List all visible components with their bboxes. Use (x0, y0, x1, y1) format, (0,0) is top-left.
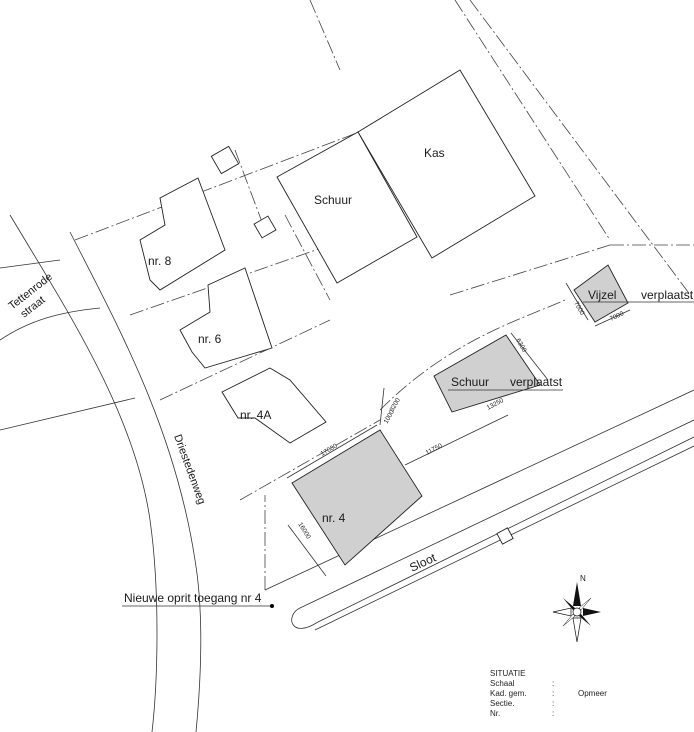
title-block-key-3: Nr. (490, 709, 500, 718)
nr4a-label: nr. 4A (240, 408, 271, 422)
vijzel-verplaatst-label: verplaatst (641, 288, 694, 302)
small-shed-1 (210, 145, 240, 175)
leader-lines (122, 301, 694, 607)
title-block-sep-1: : (552, 689, 554, 698)
schuur-building (276, 131, 418, 284)
tettenrode-road (0, 259, 101, 341)
compass-north-label: N (580, 574, 586, 583)
title-block-sep-3: : (552, 709, 554, 718)
sloot-label: Sloot (407, 550, 438, 575)
dimension-lines (286, 282, 631, 577)
dim-11750: 11750 (425, 442, 444, 457)
title-block-title: SITUATIE (490, 669, 525, 678)
nr8-label: nr. 8 (148, 254, 172, 268)
culvert (496, 527, 514, 545)
schuur-label: Schuur (314, 193, 352, 207)
title-block-sep-2: : (552, 699, 554, 708)
schuur-verplaatst-label-a: Schuur (451, 375, 489, 389)
schuur-verplaatst-building (433, 334, 541, 413)
dim-16000: 16000 (296, 521, 312, 540)
house-nr-4 (291, 429, 423, 566)
nr4-label: nr. 4 (322, 511, 346, 525)
nr6-label: nr. 6 (198, 332, 222, 346)
nieuwe-oprit-label: Nieuwe oprit toegang nr 4 (124, 591, 262, 605)
house-nr-4a (221, 367, 327, 444)
compass-rose: N (552, 574, 601, 643)
driestedenweg-road (9, 214, 202, 732)
vijzel-block (573, 264, 629, 323)
oprit-marker (270, 604, 274, 608)
schuur-verplaatst-label-b: verplaatst (510, 375, 563, 389)
house-nr-6 (179, 267, 273, 369)
vijzel-label: Vijzel (588, 288, 616, 302)
driestedenweg-label: Driestedenweg (171, 433, 207, 506)
dim-17000: 17000 (320, 442, 339, 457)
title-block-key-2: Sectie. (490, 699, 514, 708)
title-block: SITUATIE Schaal : Kad. gem. : Opmeer Sec… (490, 669, 607, 718)
house-nr-8 (139, 177, 226, 291)
side-path (0, 397, 136, 431)
kas-building (357, 69, 536, 259)
small-shed-2 (253, 215, 277, 239)
kas-label: Kas (424, 146, 445, 160)
title-block-key-0: Schaal (490, 679, 515, 688)
title-block-value-1: Opmeer (578, 689, 607, 698)
title-block-key-1: Kad. gem. (490, 689, 526, 698)
title-block-sep-0: : (552, 679, 554, 688)
